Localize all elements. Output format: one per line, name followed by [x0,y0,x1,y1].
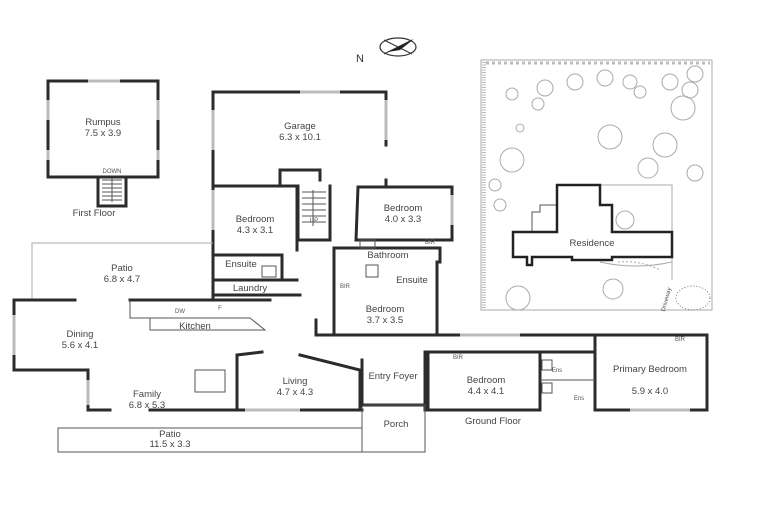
room-size: 4.4 x 4.1 [468,386,504,397]
room-name: Entry Foyer [368,371,417,382]
room-name: Ens [574,396,584,402]
site-plan [480,59,713,311]
room-name: Bathroom [367,250,408,261]
room-size: 4.0 x 3.3 [385,214,421,225]
fridge-label: F [218,306,222,312]
room-name: Patio [159,429,181,440]
compass-label: N [356,53,364,65]
room-name: Kitchen [179,321,211,332]
room-name: Dining [67,329,94,340]
room-name: Bedroom [384,203,423,214]
tree-icons [488,65,704,311]
room-name: Bedroom [467,375,506,386]
bir-label: BIR [675,337,686,343]
room-size: 4.7 x 4.3 [277,387,313,398]
room-size: 6.8 x 5.3 [129,400,165,411]
room-size: 11.5 x 3.3 [149,439,190,450]
first-floor-plan [46,79,160,208]
driveway-label: Driveway [661,287,673,312]
room-size: 6.3 x 10.1 [279,132,321,143]
room-size: 3.7 x 3.5 [367,315,403,326]
room-name: Garage [284,121,316,132]
bir-label: BIR [453,355,464,361]
stair-label: DOWN [103,169,122,175]
room-name: Ensuite [396,275,428,286]
floor-title: First Floor [73,208,116,219]
bir-label: BIR [425,240,436,246]
room-size: 5.6 x 4.1 [62,340,98,351]
room-size: 6.8 x 4.7 [104,274,140,285]
room-name: Patio [111,263,133,274]
north-arrow-icon [379,37,417,57]
room-name: Laundry [233,283,268,294]
dw-label: DW [175,309,185,315]
room-name: Bedroom [236,214,275,225]
bir-label: BIR [340,284,351,290]
room-name: Living [283,376,308,387]
room-name: Family [133,389,161,400]
room-name: Ensuite [225,259,257,270]
room-size: 4.3 x 3.1 [237,225,273,236]
room-size: 5.9 x 4.0 [632,386,668,397]
floor-title: Ground Floor [465,416,521,427]
room-name: Bedroom [366,304,405,315]
room-name: Rumpus [85,117,121,128]
room-name: Ens [552,368,562,374]
residence-label: Residence [570,238,615,249]
stair-label: UP [310,218,318,224]
room-name: Porch [384,419,409,430]
room-name: Primary Bedroom [613,364,687,375]
ground-floor-plan [12,90,709,453]
room-size: 7.5 x 3.9 [85,128,121,139]
